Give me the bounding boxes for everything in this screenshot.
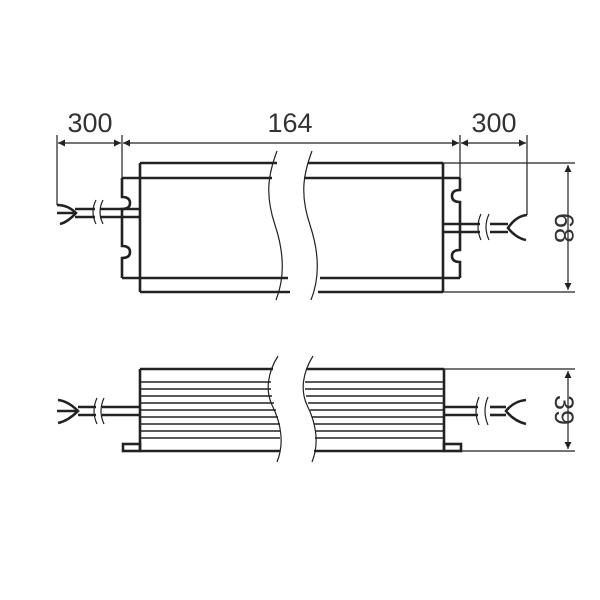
top-view-body-left: [120, 161, 290, 294]
side-break-line-right: [302, 355, 317, 463]
side-view: 39: [57, 355, 579, 463]
side-view-left-cable: [57, 397, 140, 425]
right-mounting-tab: [442, 442, 463, 453]
right-heatsink-fins: [305, 381, 444, 439]
body-length-label: 164: [267, 108, 312, 138]
left-cable-length-label: 300: [67, 108, 112, 138]
top-view: 68: [56, 150, 579, 301]
top-view-left-cable: [56, 199, 140, 226]
left-heatsink-fins: [140, 381, 280, 439]
side-view-right-cable: [444, 396, 527, 426]
left-mounting-tab: [121, 442, 142, 453]
top-view-right-cable: [443, 213, 528, 242]
body-height-label: 39: [549, 395, 579, 425]
side-view-body-right: [305, 367, 463, 453]
break-line-right: [303, 150, 318, 301]
right-cable-length-label: 300: [471, 108, 516, 138]
top-view-body-right: [304, 161, 462, 294]
body-width-label: 68: [549, 213, 579, 243]
side-break-line-left: [267, 355, 282, 463]
top-dimension-group: 300 164 300: [56, 108, 528, 215]
side-view-body-left: [121, 367, 280, 453]
break-line-left: [268, 150, 283, 301]
